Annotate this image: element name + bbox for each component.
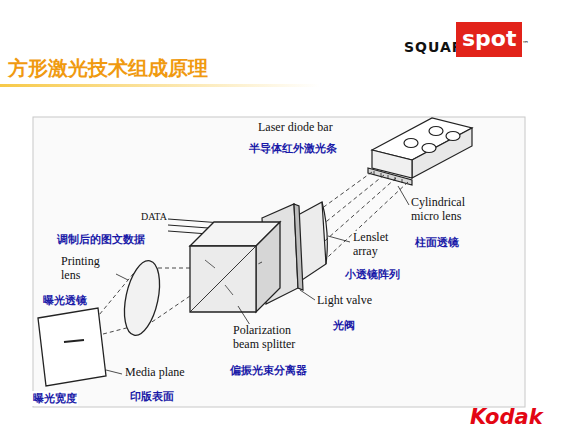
part-label-zh: 偏振光束分离器 [229,363,308,378]
part-label-zh: 半导体红外激光条 [248,141,338,156]
part-label: Lenslet array [352,231,406,259]
beam-splitter-cube [190,222,280,312]
media-plane [38,308,106,386]
title-underline [0,84,320,87]
signal-label: DATA [140,211,168,223]
part-label: Light valve [316,294,373,308]
part-label: Printing lens [60,255,116,283]
part-label: Cylindrical micro lens [410,196,490,224]
part-label-zh: 光阀 [332,318,356,333]
trademark: ™ [522,40,529,48]
logo-badge: spot [456,22,522,57]
part-label-zh: 曝光透镜 [42,293,88,308]
leader-lines [106,186,409,374]
part-label-zh: 曝光宽度 [32,391,78,406]
part-label-zh: 调制后的图文数据 [56,232,146,247]
part-label-zh: 柱面透镜 [414,235,460,250]
brand-logo: Kodak [470,405,543,429]
part-label-zh: 小透镜阵列 [344,267,401,282]
printing-lens [118,258,165,339]
part-label: Laser diode bar [257,121,334,135]
slide-title: 方形激光技术组成原理 [8,55,208,82]
exposure-line [64,340,84,342]
part-label: Media plane [124,366,186,380]
part-label-zh: 印版表面 [129,389,175,404]
figure-frame [33,117,525,407]
part-label: Polarization beam splitter [232,324,318,352]
